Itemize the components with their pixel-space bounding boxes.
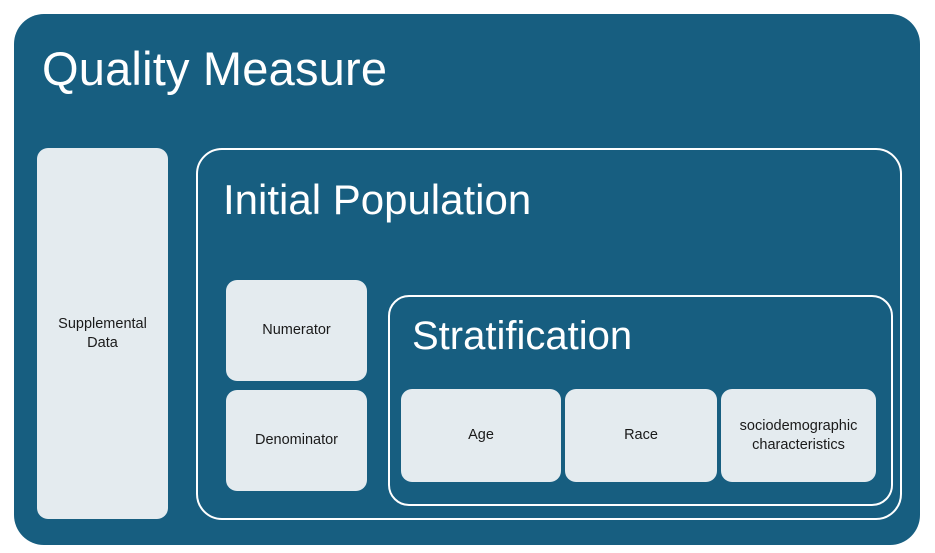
supplemental-data-box: Supplemental Data: [37, 148, 168, 519]
denominator-label: Denominator: [254, 432, 338, 448]
initial-population-container: Initial Population Numerator Denominator…: [196, 148, 902, 520]
stratification-sociodemographic-label: sociodemographic characteristics: [740, 417, 858, 455]
stratification-sociodemographic-line-1: sociodemographic: [739, 417, 858, 434]
quality-measure-title: Quality Measure: [42, 42, 388, 95]
measure-population-column: Numerator Denominator: [226, 280, 367, 491]
stratification-item-age: Age: [401, 389, 561, 482]
stratification-age-label: Age: [468, 427, 494, 443]
supplemental-data-line-2: Data: [87, 334, 118, 351]
stratification-container: Stratification Age Race sociodemographic…: [388, 295, 893, 506]
stratification-sociodemographic-line-2: characteristics: [752, 436, 845, 453]
stratification-item-sociodemographic: sociodemographic characteristics: [721, 389, 876, 482]
stratification-title: Stratification: [412, 314, 633, 358]
supplemental-data-label: Supplemental Data: [52, 315, 153, 353]
stratification-race-label: Race: [624, 427, 658, 443]
stratification-items: Age Race sociodemographic characteristic…: [401, 389, 876, 482]
supplemental-data-line-1: Supplemental: [58, 315, 147, 332]
numerator-label: Numerator: [262, 322, 331, 338]
numerator-box: Numerator: [226, 280, 367, 381]
quality-measure-container: Quality Measure Supplemental Data Initia…: [14, 14, 920, 545]
initial-population-title: Initial Population: [223, 176, 532, 223]
stratification-item-race: Race: [565, 389, 717, 482]
denominator-box: Denominator: [226, 390, 367, 491]
